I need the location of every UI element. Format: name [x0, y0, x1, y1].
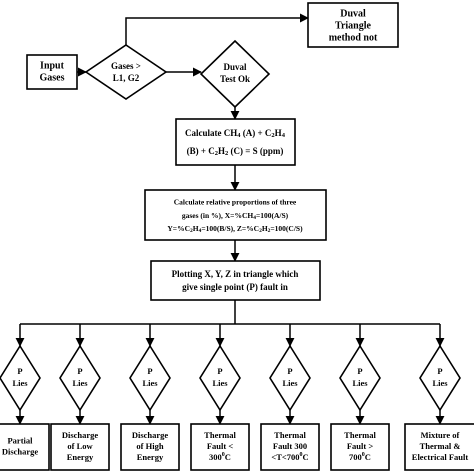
- fault-label-7-line-3: Electrical Fault: [412, 452, 469, 462]
- fault-label-5-line-2: Fault 300: [273, 441, 307, 451]
- input-gases-box: [26, 54, 78, 90]
- plotting-line-1: Plotting X, Y, Z in triangle which: [172, 269, 299, 279]
- calculate-sum-box: [175, 118, 296, 166]
- gas-check-line-1: Gases >: [111, 61, 141, 71]
- fault-box-2: [50, 423, 110, 471]
- calculate-proportions-line-2: gases (in %), X=%CH4=100(A/S): [182, 211, 289, 222]
- arrow-check-to-duval-not: [125, 13, 309, 45]
- gas-check-line-2: L1, G2: [113, 73, 140, 83]
- input-gases-node: Input Gases: [26, 54, 78, 90]
- p-lies-line-1-4: P: [217, 366, 222, 376]
- fault-box-6: [330, 423, 390, 471]
- fault-label-3-line-2: of High: [136, 441, 163, 451]
- fault-label-4-line-1: Thermal: [204, 430, 236, 440]
- input-gases-line-1: Input: [40, 60, 65, 71]
- duval-not-line-2: Triangle: [335, 20, 371, 31]
- gas-check-diamond: [84, 44, 168, 100]
- p-lies-line-2-4: Lies: [212, 378, 228, 388]
- fault-label-4-line-2: Fault <: [207, 441, 233, 451]
- duval-not-line-1: Duval: [340, 8, 366, 19]
- p-lies-line-2-2: Lies: [72, 378, 88, 388]
- p-lies-line-1-6: P: [357, 366, 362, 376]
- calculate-sum-line-1: Calculate CH4 (A) + C2H4: [185, 128, 286, 139]
- fault-label-2-line-3: Energy: [67, 452, 94, 462]
- fault-box-4: [190, 423, 250, 471]
- fault-label-6-temperature: 7000C: [349, 452, 371, 462]
- p-lies-line-2-1: Lies: [12, 378, 28, 388]
- calculate-proportions-line-3: Y=%C2H4=100(B/S), Z=%C2H2=100(C/S): [167, 224, 303, 235]
- duval-not-line-3: method not: [329, 32, 378, 43]
- duval-ok-line-2: Test Ok: [220, 74, 250, 84]
- plotting-node: Plotting X, Y, Z in triangle which give …: [150, 260, 321, 301]
- p-lies-line-1-3: P: [147, 366, 152, 376]
- fault-box-5: [260, 423, 320, 471]
- fault-label-7-line-1: Mixture of: [421, 430, 460, 440]
- p-lies-line-2-7: Lies: [432, 378, 448, 388]
- p-lies-line-1-1: P: [17, 366, 22, 376]
- p-lies-line-1-5: P: [287, 366, 292, 376]
- p-lies-line-2-3: Lies: [142, 378, 158, 388]
- calculate-proportions-box: [144, 189, 327, 241]
- duval-not-box: [307, 2, 399, 48]
- fault-label-2-line-1: Discharge: [62, 430, 99, 440]
- fault-label-6-line-2: Fault >: [347, 441, 373, 451]
- plotting-line-2: give single point (P) fault in: [182, 282, 288, 292]
- fault-box-1: [0, 423, 50, 471]
- fault-label-1-line-2: Discharge: [2, 446, 39, 456]
- duval-ok-line-1: Duval: [223, 62, 247, 72]
- p-lies-line-2-5: Lies: [282, 378, 298, 388]
- duval-ok-diamond: [199, 39, 271, 109]
- calculate-proportions-node: Calculate relative proportions of three …: [144, 189, 327, 241]
- p-lies-line-1-7: P: [437, 366, 442, 376]
- top-connectors: [20, 13, 440, 325]
- plotting-box: [150, 260, 321, 301]
- fault-label-5-temperature: <T<7000C: [271, 452, 308, 462]
- calculate-proportions-line-1: Calculate relative proportions of three: [174, 198, 297, 207]
- fault-label-6-line-1: Thermal: [344, 430, 376, 440]
- p-lies-line-2-6: Lies: [352, 378, 368, 388]
- p-lies-line-1-2: P: [77, 366, 82, 376]
- calculate-sum-line-2: (B) + C2H2 (C) = S (ppm): [187, 146, 284, 157]
- gas-check-decision: Gases > L1, G2: [84, 44, 168, 100]
- fault-label-4-temperature: 3000C: [209, 452, 231, 462]
- fault-label-5-line-1: Thermal: [274, 430, 306, 440]
- duval-not-node: Duval Triangle method not: [307, 2, 399, 48]
- fault-label-3-line-1: Discharge: [132, 430, 169, 440]
- fault-box-3: [120, 423, 180, 471]
- fault-label-7-line-2: Thermal &: [420, 441, 461, 451]
- fault-box-7: [404, 423, 474, 471]
- duval-ok-decision: Duval Test Ok: [199, 39, 271, 109]
- fault-label-1-line-1: Partial: [7, 435, 33, 445]
- fault-label-3-line-3: Energy: [137, 452, 164, 462]
- fault-label-2-line-2: of Low: [67, 441, 93, 451]
- input-gases-line-2: Gases: [40, 72, 65, 83]
- calculate-sum-node: Calculate CH4 (A) + C2H4 (B) + C2H2 (C) …: [175, 118, 296, 166]
